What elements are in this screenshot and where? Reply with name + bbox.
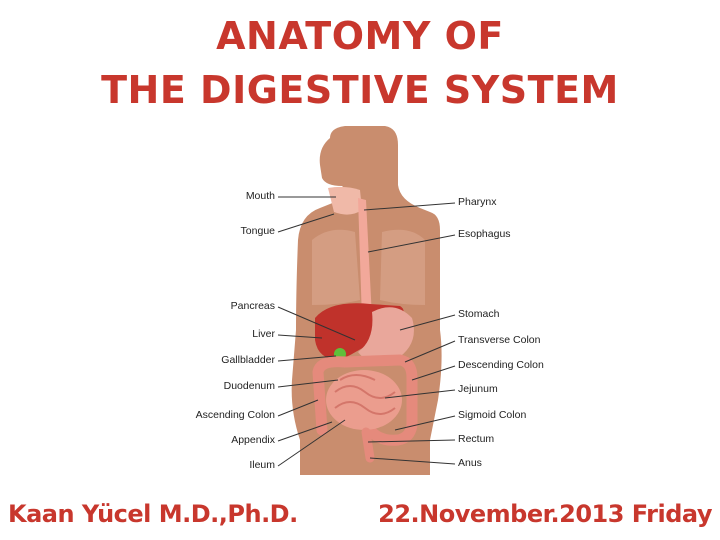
label-sigmoid-colon: Sigmoid Colon [458, 409, 527, 421]
author-name: Kaan Yücel M.D.,Ph.D. [8, 500, 298, 528]
label-tongue: Tongue [240, 225, 275, 237]
title-line-1: ANATOMY OF [216, 14, 504, 58]
left-lung [312, 229, 360, 305]
label-liver: Liver [252, 328, 275, 340]
label-pancreas: Pancreas [230, 300, 275, 312]
small-intestine [326, 370, 402, 430]
label-stomach: Stomach [458, 308, 500, 320]
right-leader-lines [363, 202, 456, 465]
label-gallbladder: Gallbladder [221, 354, 275, 366]
presentation-date: 22.November.2013 Friday [378, 500, 712, 528]
label-ascending-colon: Ascending Colon [195, 409, 275, 421]
oral-cavity [328, 186, 362, 215]
label-appendix: Appendix [231, 434, 275, 446]
rectum [361, 427, 375, 463]
left-leader-lines [277, 196, 356, 467]
title-line-2: THE DIGESTIVE SYSTEM [101, 68, 619, 112]
right-lung [380, 229, 425, 305]
esophagus [358, 198, 372, 320]
label-jejunum: Jejunum [458, 383, 498, 395]
label-pharynx: Pharynx [458, 196, 497, 208]
label-anus: Anus [458, 457, 482, 469]
label-esophagus: Esophagus [458, 228, 511, 240]
label-descending-colon: Descending Colon [458, 359, 544, 371]
label-ileum: Ileum [249, 459, 275, 471]
stomach [358, 307, 414, 363]
small-intestine-folds [334, 374, 396, 415]
label-rectum: Rectum [458, 433, 495, 445]
label-duodenum: Duodenum [223, 380, 275, 392]
large-intestine [312, 354, 418, 446]
label-mouth: Mouth [245, 190, 275, 202]
label-transverse-colon: Transverse Colon [458, 334, 541, 346]
